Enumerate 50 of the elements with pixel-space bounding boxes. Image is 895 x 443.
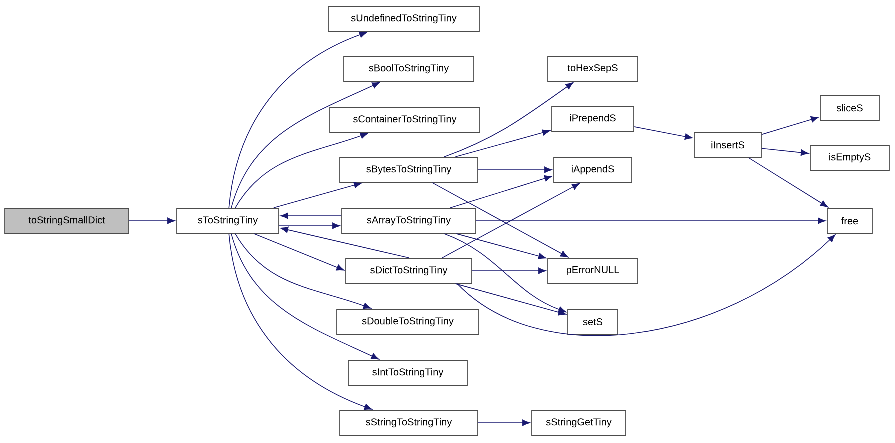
arrow [457,234,836,336]
arrow [231,82,380,208]
arrow [129,218,176,224]
arrow [279,222,340,230]
arrow [254,234,344,271]
arrow [472,268,546,274]
function-box: sStringToStringTiny [340,410,478,436]
arrow [478,420,530,426]
arrow [444,234,566,313]
arrow [280,226,410,258]
arrow [762,116,819,136]
arrow [235,234,372,310]
arrow [476,218,826,224]
function-box: sliceS [820,95,880,121]
arrow [442,183,580,258]
arrow [228,234,372,410]
arrow [274,182,362,208]
arrow [748,158,828,208]
function-box: sDictToStringTiny [346,258,472,284]
arrow [634,126,693,140]
function-box: sStringGetTiny [532,410,626,436]
arrow [455,284,566,316]
arrow [444,82,574,158]
function-box: isEmptyS [810,145,890,171]
arrow [280,212,342,220]
function-box: iInsertS [694,132,762,158]
arrow [456,234,546,260]
arrow [455,130,550,158]
arrow [762,148,809,156]
arrow [478,166,552,174]
function-box: sDoubleToStringTiny [336,309,480,335]
function-box: sBoolToStringTiny [344,56,474,82]
function-box: sIntToStringTiny [348,360,468,386]
arrow [231,234,380,360]
function-box: free [827,208,873,234]
function-box: iPrependS [552,106,634,132]
function-box: sToStringTiny [176,208,280,234]
function-box: sBytesToStringTiny [340,157,478,183]
arrow [228,32,368,208]
arrow [235,132,368,208]
function-box: toHexSepS [548,56,638,82]
function-box: setS [568,309,618,335]
arrow [432,182,568,258]
function-box: toStringSmallDict [4,208,130,234]
arrow [450,175,552,208]
function-box: iAppendS [554,157,632,183]
function-box: sUndefinedToStringTiny [328,6,480,32]
function-box: pErrorNULL [548,258,638,284]
function-box: sContainerToStringTiny [330,107,480,133]
function-box: sArrayToStringTiny [342,208,476,234]
